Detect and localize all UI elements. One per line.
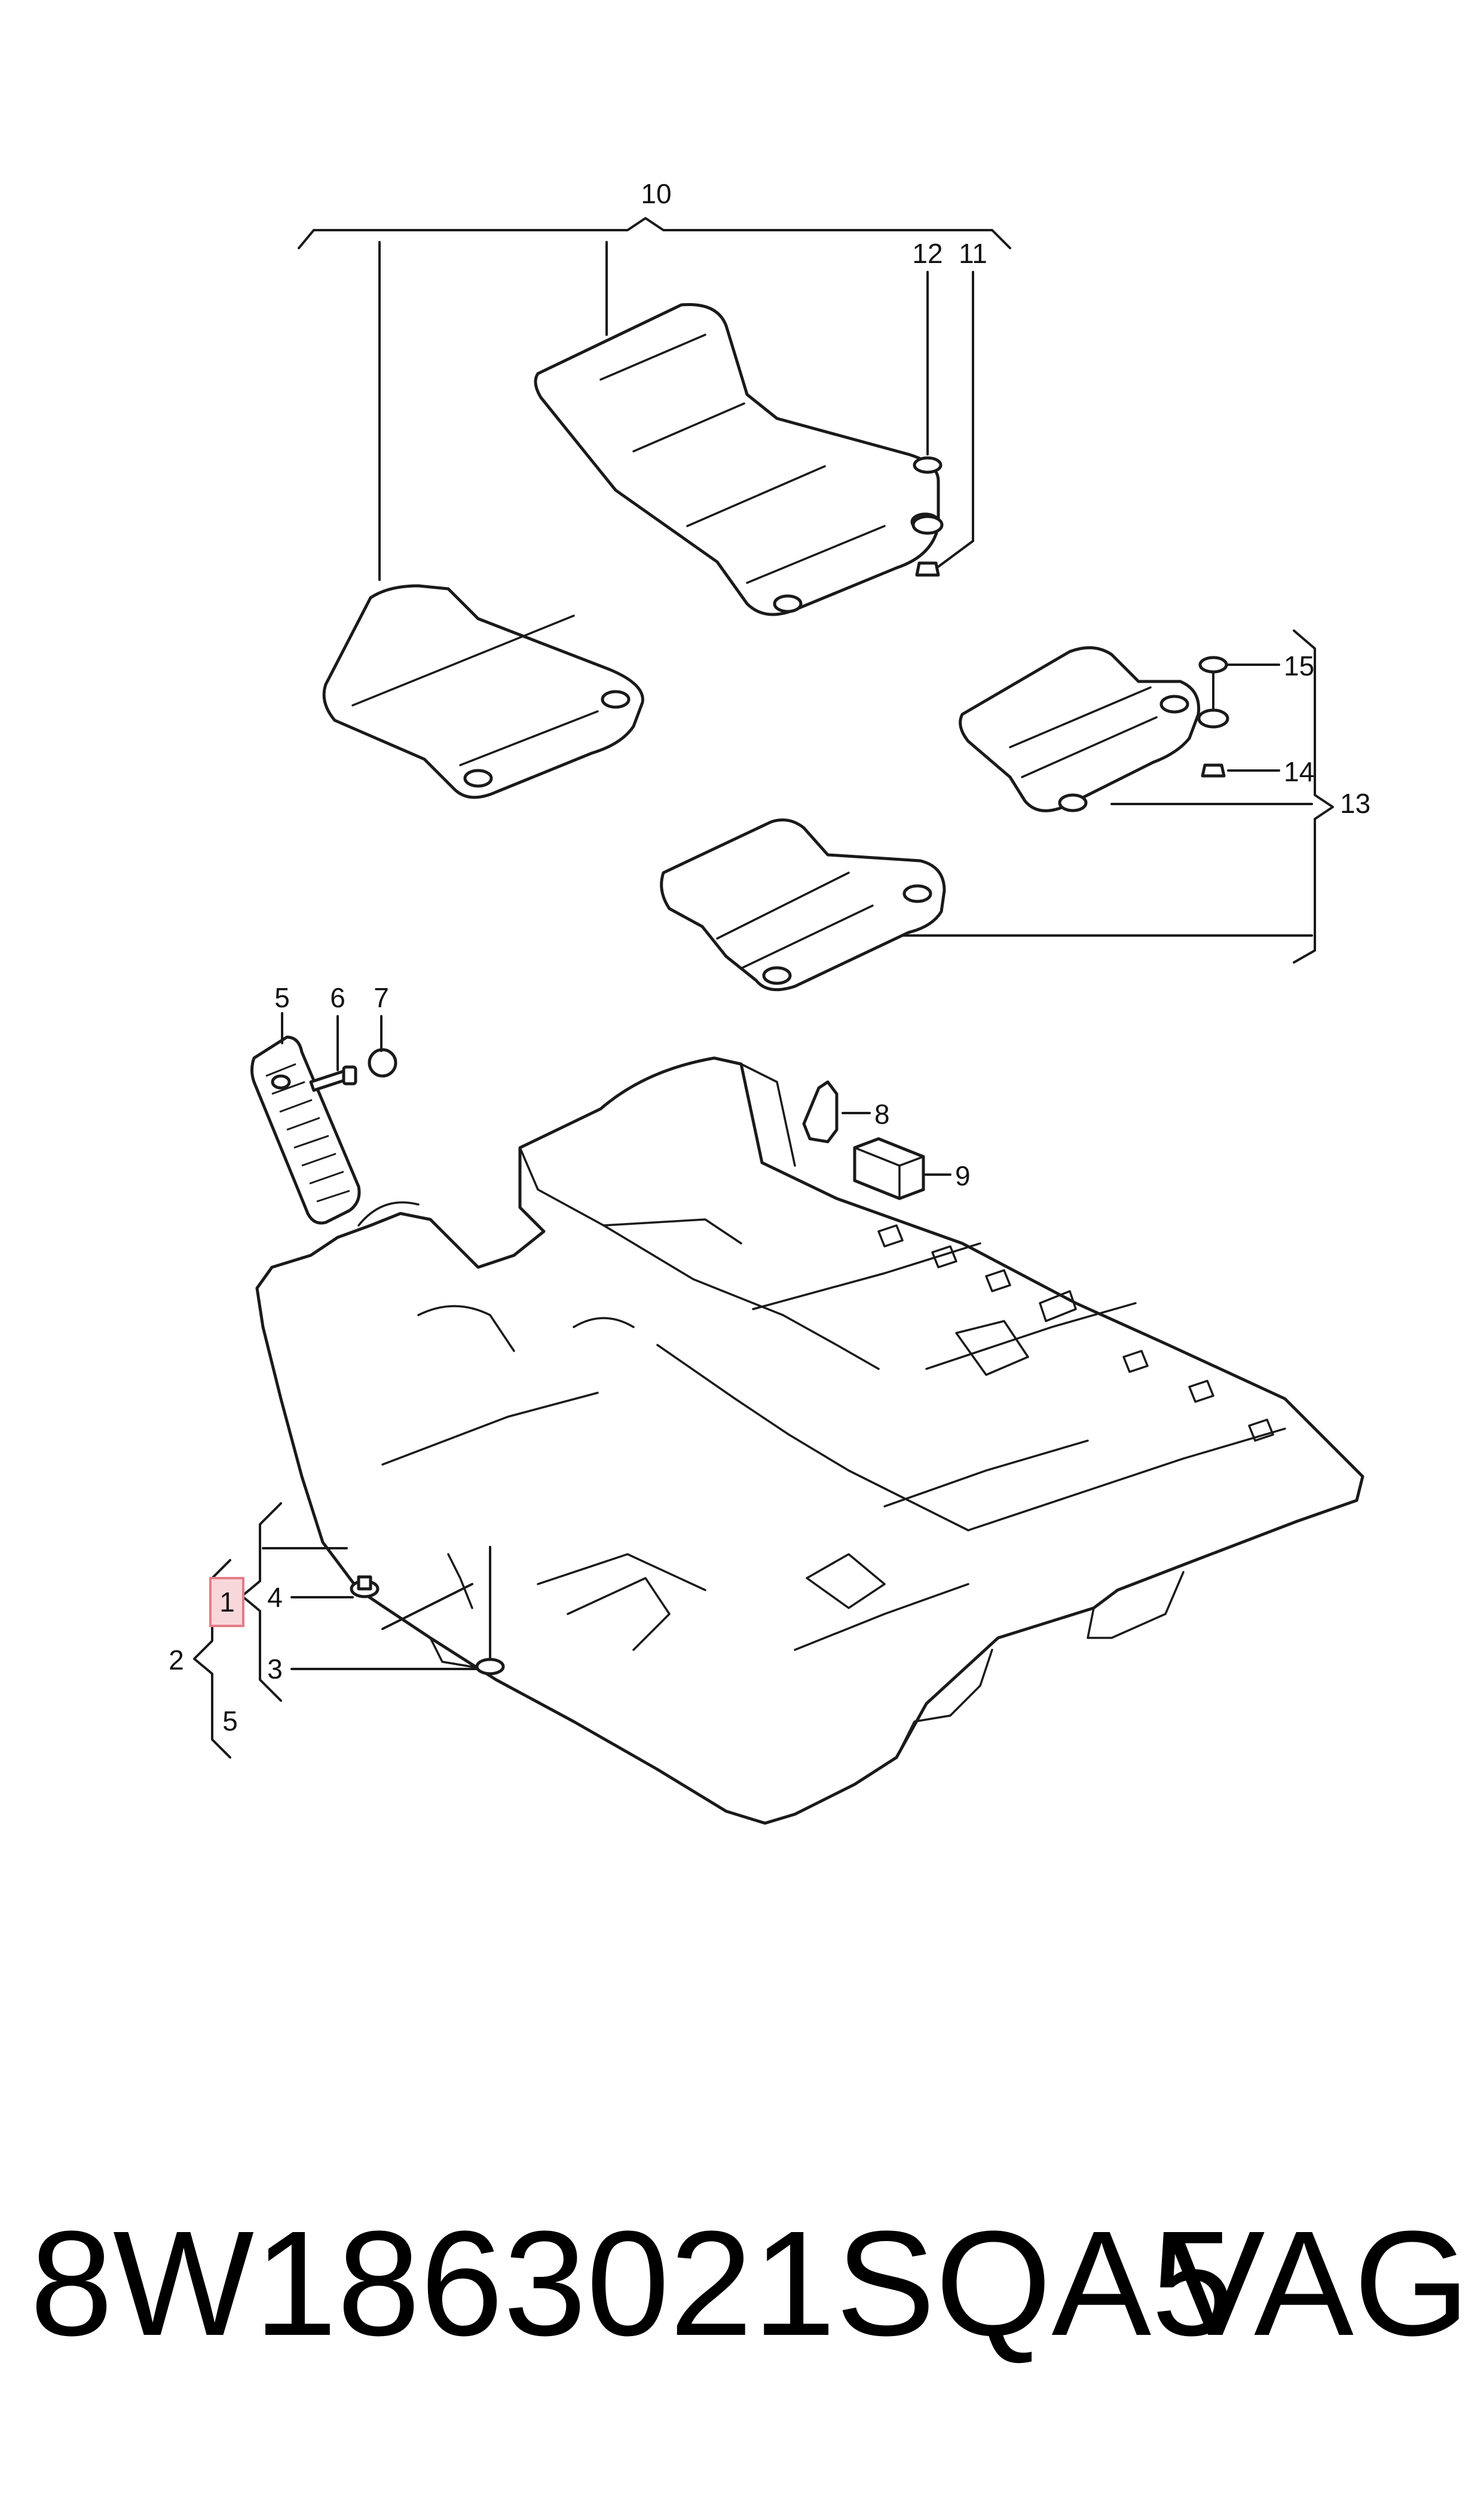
callout-12: 12 xyxy=(912,238,943,269)
mat-groove xyxy=(740,904,874,970)
callout-15: 15 xyxy=(1284,650,1314,681)
fastener-clip xyxy=(1201,763,1226,778)
screw xyxy=(309,1069,348,1092)
callout-2: 2 xyxy=(169,1644,184,1676)
callout-11: 11 xyxy=(959,238,987,269)
front-right-floor-mat xyxy=(534,302,940,616)
footwell-recess xyxy=(806,1553,886,1609)
retaining-clip xyxy=(802,1080,839,1144)
callout-14: 14 xyxy=(1284,756,1314,787)
block-edge xyxy=(898,1155,925,1167)
firewall-edge xyxy=(740,1063,796,1167)
mat-groove xyxy=(716,872,850,940)
floor-carpet-outline xyxy=(255,1056,1364,1825)
center-tunnel xyxy=(656,1344,969,1531)
floor-stud-base xyxy=(475,1658,505,1676)
fastener-clip xyxy=(915,561,940,577)
pedal-area xyxy=(417,1305,515,1352)
footer: 8W1863021SQA5 VAG xyxy=(0,2200,1484,2367)
mat-groove xyxy=(351,615,575,707)
carpet-tab xyxy=(877,1224,904,1248)
callout-5-top: 5 xyxy=(274,982,290,1013)
carpet-tab xyxy=(1248,1419,1274,1442)
carpet-tab xyxy=(931,1245,957,1268)
callout-13: 13 xyxy=(1340,788,1370,819)
rear-mat-group: 15 14 13 xyxy=(660,629,1370,992)
fastener-eyelet xyxy=(911,515,944,535)
rear-left-floor-mat xyxy=(660,818,946,992)
mat-groove xyxy=(1009,686,1152,748)
heel-pad-group: 5 6 7 8 9 xyxy=(250,982,971,1225)
carpet-tab xyxy=(1188,1380,1214,1403)
callout-7: 7 xyxy=(374,982,389,1013)
front-left-floor-mat xyxy=(322,584,644,799)
screw-head xyxy=(342,1065,357,1086)
mat-eyelet xyxy=(463,769,493,788)
part-number: 8W1863021SQA5 xyxy=(30,2200,1235,2367)
carpet-tab xyxy=(985,1269,1011,1292)
callout-1: 1 xyxy=(219,1586,235,1618)
floor-crease xyxy=(381,1392,599,1466)
tunnel-ridge xyxy=(602,1224,880,1370)
floor-crease xyxy=(537,1553,706,1591)
floor-covering xyxy=(255,1056,1364,1825)
mat-groove xyxy=(1021,716,1158,778)
fastener-cap xyxy=(913,456,943,474)
clip xyxy=(368,1048,397,1078)
side-sill xyxy=(895,1649,993,1759)
mat-eyelet xyxy=(902,884,932,903)
callout-1-highlight xyxy=(209,1577,244,1627)
footwell-recess xyxy=(567,1577,671,1651)
underside-detail xyxy=(447,1553,473,1609)
mat-groove xyxy=(686,465,826,527)
front-lip xyxy=(429,1637,479,1669)
mat-eyelet xyxy=(762,966,792,985)
callout-5-bottom: 5 xyxy=(222,1705,238,1737)
mat-eyelet xyxy=(1159,695,1189,714)
left-callout-group: 1 2 4 3 5 xyxy=(169,1502,478,1759)
rear-step xyxy=(1087,1571,1185,1639)
floor-crease xyxy=(925,1302,1137,1370)
callout-4: 4 xyxy=(267,1582,283,1613)
heel-pad xyxy=(250,1035,361,1225)
floor-nut-top xyxy=(357,1575,372,1591)
callout-3: 3 xyxy=(267,1653,283,1685)
callout-10: 10 xyxy=(641,178,671,209)
bracket-10 xyxy=(298,217,1011,249)
callout-9: 9 xyxy=(955,1160,971,1191)
callout-8: 8 xyxy=(874,1099,890,1130)
footwell-curve xyxy=(357,1201,420,1227)
leader-11-tip xyxy=(937,540,974,568)
floor-crease xyxy=(967,1427,1286,1531)
floor-crease xyxy=(752,1242,981,1310)
carpet-tab xyxy=(1039,1290,1077,1322)
floor-crease xyxy=(883,1439,1089,1508)
mat-eyelet xyxy=(601,690,631,709)
mat-groove xyxy=(459,710,599,766)
bracket-13 xyxy=(1293,629,1334,964)
rear-right-floor-mat xyxy=(959,646,1201,812)
mat-groove xyxy=(632,402,745,453)
mat-groove xyxy=(746,525,886,584)
mat-groove xyxy=(599,334,706,381)
mat-eyelet xyxy=(773,594,803,613)
callout-6: 6 xyxy=(330,982,345,1013)
footwell-recess xyxy=(955,1320,1029,1376)
pedal-area xyxy=(573,1317,635,1328)
floor-crease xyxy=(794,1583,969,1651)
front-mat-group: 10 12 11 xyxy=(298,178,1011,799)
block-edge xyxy=(853,1147,901,1167)
heel-pad-texture xyxy=(265,1063,350,1203)
foam-block xyxy=(853,1137,925,1200)
brand-name: VAG xyxy=(1165,2200,1470,2367)
heel-pad-hole xyxy=(271,1074,291,1090)
carpet-tab xyxy=(1122,1350,1149,1373)
fastener-cap xyxy=(1198,656,1228,674)
leader-1-b xyxy=(381,1583,473,1630)
mat-eyelet xyxy=(1058,793,1088,812)
fastener-eyelet xyxy=(1197,708,1229,729)
